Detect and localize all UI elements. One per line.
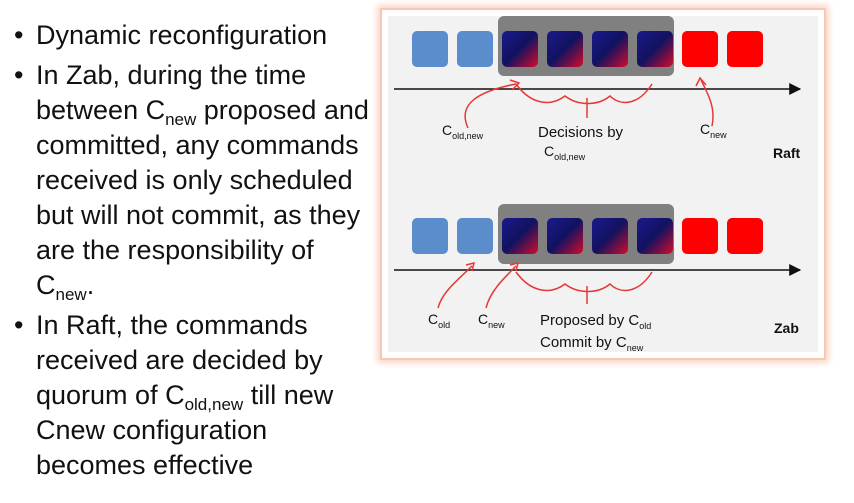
raft-joint-block-3 <box>592 31 628 67</box>
bullet-list: Dynamic reconfiguration In Zab, during t… <box>14 18 374 488</box>
reconfiguration-figure: Cold,new Decisions by Cold,new Cnew Raft <box>380 8 826 360</box>
raft-c-old-new-pointer <box>464 83 517 129</box>
bullet-dynamic-reconfiguration: Dynamic reconfiguration <box>14 18 374 53</box>
raft-decisions-config: Cold,new <box>544 143 586 162</box>
raft-diagram: Cold,new Decisions by Cold,new Cnew Raft <box>394 16 802 162</box>
zab-transition-group <box>498 204 674 264</box>
zab-label: Zab <box>774 320 799 336</box>
bullet-zab: In Zab, during the time between Cnew pro… <box>14 58 374 303</box>
zab-new-block-2 <box>727 218 763 254</box>
zab-old-block-2 <box>457 218 493 254</box>
zab-proposed-brace <box>515 271 653 293</box>
raft-new-block-1 <box>682 31 718 67</box>
zab-pending-block-4 <box>637 218 673 254</box>
zab-diagram: Cold Cnew Proposed by Cold Commit by Cne… <box>394 204 802 353</box>
zab-old-block-1 <box>412 218 448 254</box>
zab-c-new-pointer <box>485 265 517 309</box>
reconfiguration-diagram: Cold,new Decisions by Cold,new Cnew Raft <box>388 16 818 353</box>
zab-commit-label: Commit by Cnew <box>540 334 644 353</box>
raft-decisions-label: Decisions by <box>538 124 624 141</box>
zab-pending-block-1 <box>502 218 538 254</box>
zab-c-old-label: Cold <box>428 311 450 330</box>
zab-proposed-label: Proposed by Cold <box>540 312 651 331</box>
bullet-raft: In Raft, the commands received are decid… <box>14 308 374 483</box>
raft-c-new-label: Cnew <box>700 121 727 140</box>
raft-joint-block-2 <box>547 31 583 67</box>
raft-decisions-brace <box>515 83 653 105</box>
raft-old-block-2 <box>457 31 493 67</box>
raft-old-block-1 <box>412 31 448 67</box>
raft-joint-block-1 <box>502 31 538 67</box>
raft-c-old-new-label: Cold,new <box>442 122 484 141</box>
zab-pending-block-2 <box>547 218 583 254</box>
raft-c-new-pointer <box>700 79 714 127</box>
zab-new-block-1 <box>682 218 718 254</box>
raft-transition-group <box>498 16 674 76</box>
zab-c-old-pointer <box>437 265 473 309</box>
zab-pending-block-3 <box>592 218 628 254</box>
raft-label: Raft <box>773 145 801 161</box>
raft-joint-block-4 <box>637 31 673 67</box>
raft-new-block-2 <box>727 31 763 67</box>
zab-c-new-label: Cnew <box>478 311 505 330</box>
